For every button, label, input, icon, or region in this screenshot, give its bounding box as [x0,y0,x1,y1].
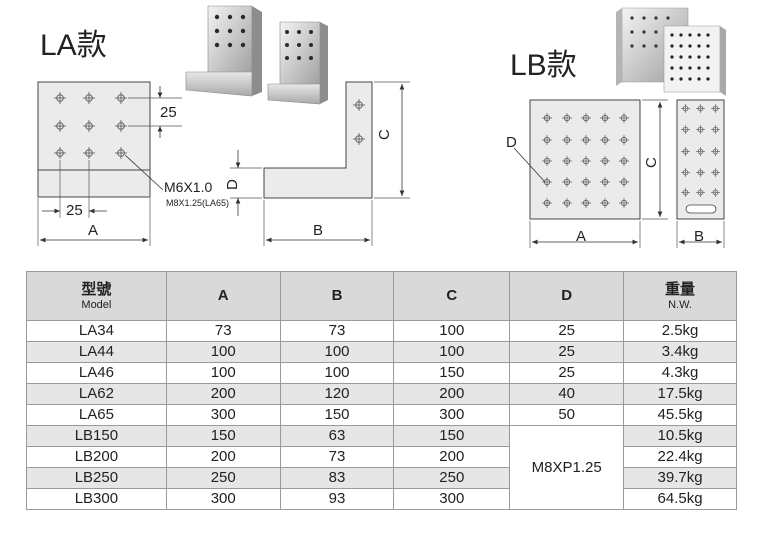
cell-b: 150 [279,404,395,426]
lb-dim-b: B [694,228,705,245]
cell-model: LA46 [26,362,167,384]
cell-c: 200 [393,446,511,468]
cell-c: 150 [393,425,511,447]
la-dim-a: A [88,222,99,239]
la-product-photo-small [267,21,328,105]
cell-c: 250 [393,467,511,489]
cell-a: 300 [165,404,281,426]
lb-dim-d: D [506,134,517,151]
cell-d: 50 [509,404,625,426]
header-a: A [165,271,281,321]
cell-b: 73 [279,320,395,342]
cell-d: 25 [509,320,625,342]
la-thread-main: M6X1.0 [164,179,213,195]
cell-b: 93 [279,488,395,510]
cell-weight: 10.5kg [623,425,737,447]
cell-d-merged: M8XP1.25 [509,425,625,510]
cell-a: 300 [165,488,281,510]
cell-a: 250 [165,467,281,489]
cell-model: LB250 [26,467,167,489]
cell-a: 200 [165,446,281,468]
lb-product-photo [616,7,726,96]
table-row: LA65 300 150 300 50 45.5kg [26,404,737,426]
cell-d: 25 [509,362,625,384]
cell-b: 63 [279,425,395,447]
lb-dim-a: A [576,228,587,245]
table-row: LA62 200 120 200 40 17.5kg [26,383,737,405]
cell-c: 150 [393,362,511,384]
cell-c: 100 [393,320,511,342]
cell-model: LA65 [26,404,167,426]
cell-weight: 4.3kg [623,362,737,384]
table-row: LB300 300 93 300 64.5kg [26,488,737,510]
lb-title: LB款 [510,49,577,82]
lb-side-view [676,99,725,248]
cell-b: 83 [279,467,395,489]
cell-b: 73 [279,446,395,468]
cell-weight: 45.5kg [623,404,737,426]
table-row: LA34 73 73 100 25 2.5kg [26,320,737,342]
header-c: C [393,271,511,321]
table-row: LB150 150 63 150 M8XP1.25 10.5kg [26,425,737,510]
cell-model: LB200 [26,446,167,468]
technical-drawings [37,5,726,248]
la-front-view [37,81,182,246]
cell-model: LB150 [26,425,167,447]
cell-weight: 17.5kg [623,383,737,405]
cell-model: LB300 [26,488,167,510]
cell-weight: 3.4kg [623,341,737,363]
cell-b: 100 [279,341,395,363]
cell-model: LA44 [26,341,167,363]
la-dim-c: C [376,129,393,140]
cell-weight: 22.4kg [623,446,737,468]
cell-weight: 64.5kg [623,488,737,510]
la-dim-d: D [224,179,241,190]
cell-c: 300 [393,488,511,510]
table-row: LB200 200 73 200 22.4kg [26,446,737,468]
cell-a: 200 [165,383,281,405]
cell-d: 40 [509,383,625,405]
cell-a: 100 [165,341,281,363]
la-dim-b: B [313,222,324,239]
la-dim-25-horizontal: 25 [66,202,83,219]
cell-model: LA34 [26,320,167,342]
cell-c: 200 [393,383,511,405]
cell-model: LA62 [26,383,167,405]
la-side-view [230,81,410,246]
cell-b: 100 [279,362,395,384]
cell-weight: 2.5kg [623,320,737,342]
cell-a: 73 [165,320,281,342]
cell-weight: 39.7kg [623,467,737,489]
cell-c: 100 [393,341,511,363]
table-row: LA44 100 100 100 25 3.4kg [26,341,737,363]
table-row: LB250 250 83 250 39.7kg [26,467,737,489]
cell-a: 150 [165,425,281,447]
la-thread-note: M8X1.25(LA65) [166,198,230,208]
table-row: LA46 100 100 150 25 4.3kg [26,362,737,384]
cell-c: 300 [393,404,511,426]
la-dim-25-vertical: 25 [160,104,177,121]
cell-b: 120 [279,383,395,405]
la-product-photo-large [185,5,262,97]
cell-a: 100 [165,362,281,384]
cell-d: 25 [509,341,625,363]
lb-front-view [513,99,668,248]
header-b: B [279,271,395,321]
lb-dim-c: C [643,157,660,168]
la-title: LA款 [40,29,107,62]
header-d: D [509,271,625,321]
